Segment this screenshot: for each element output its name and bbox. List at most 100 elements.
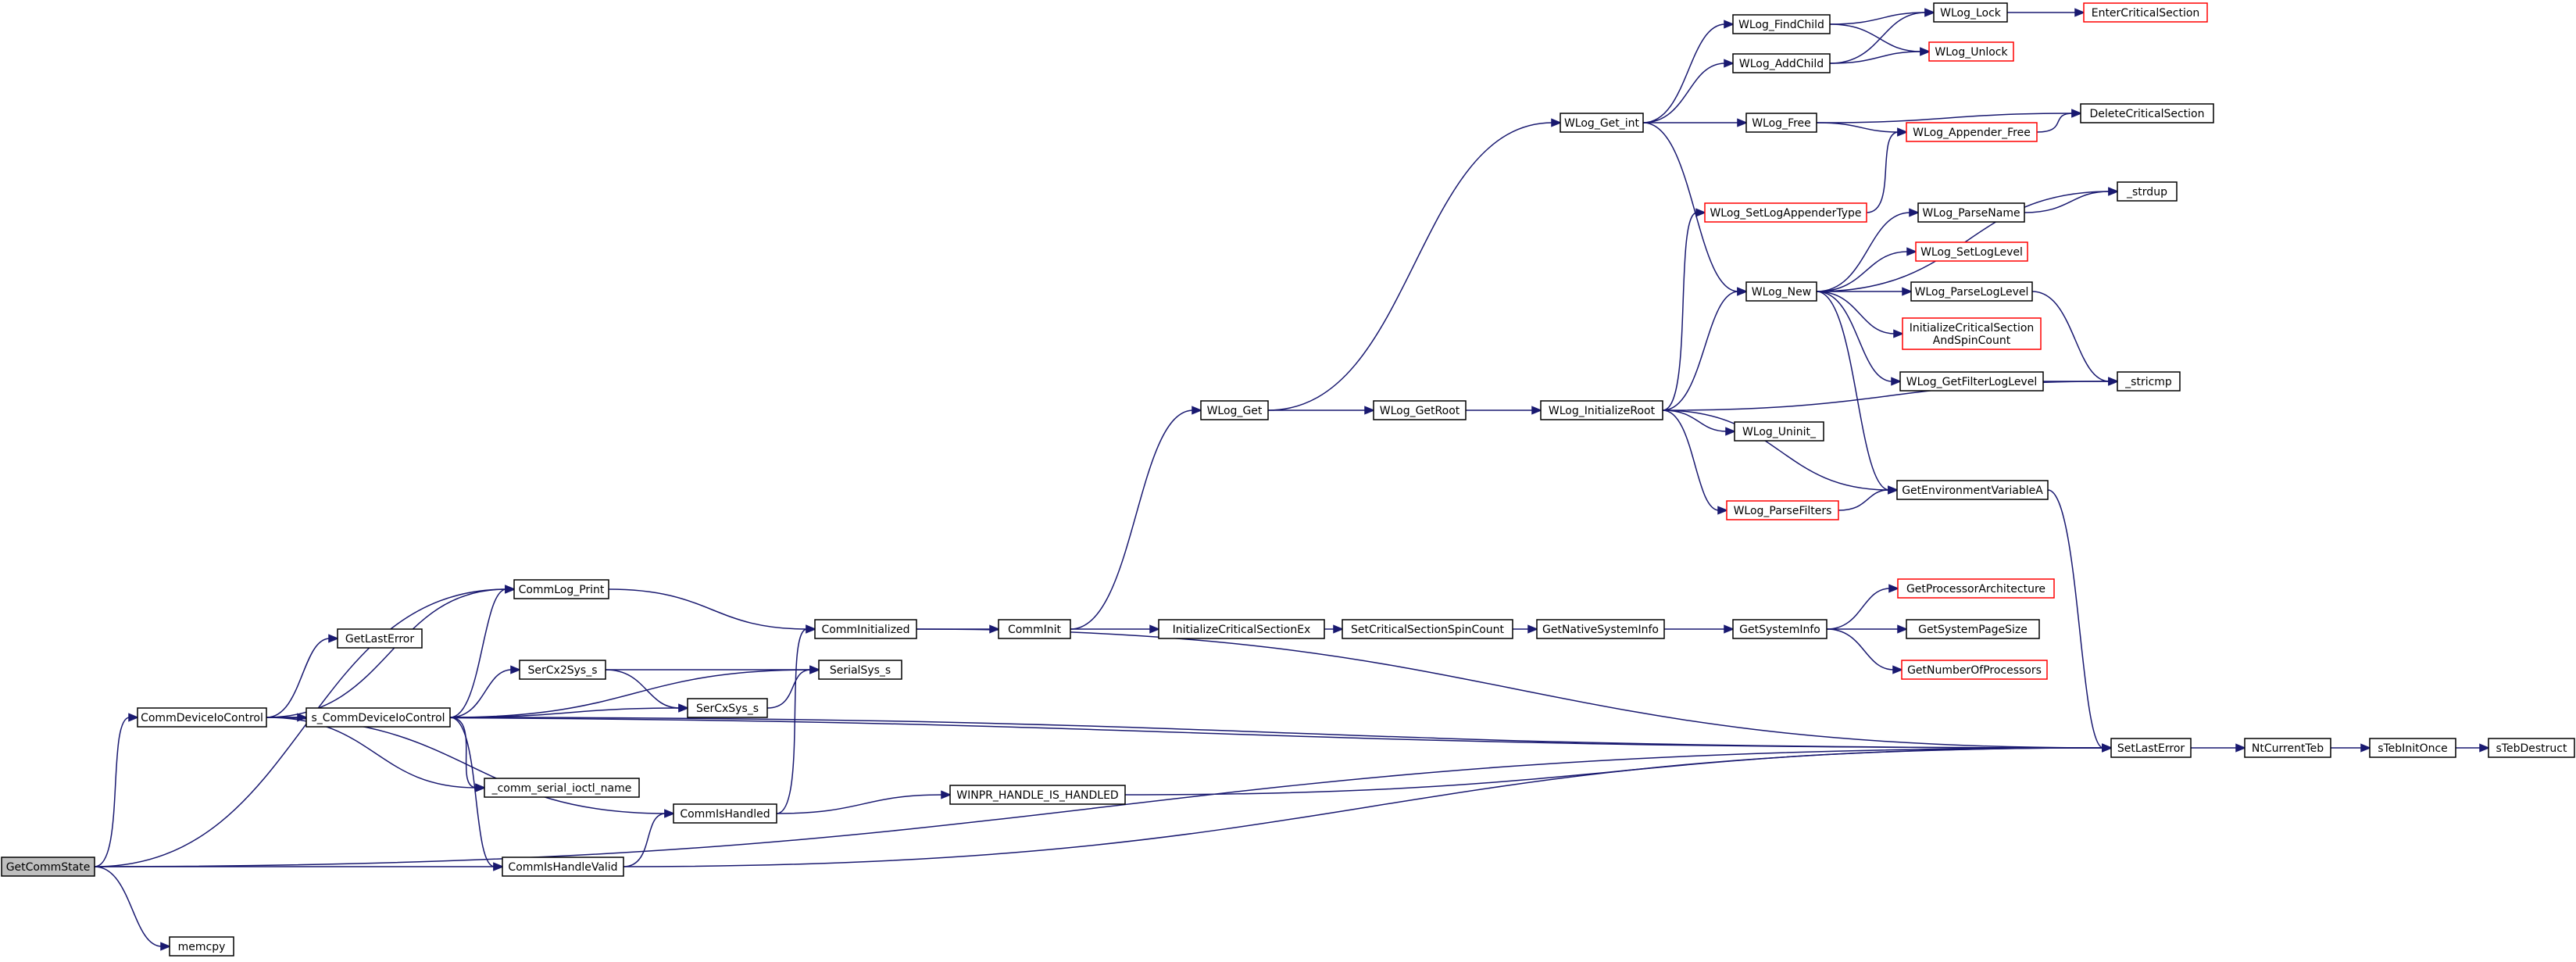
node-CommLog_Print[interactable]: CommLog_Print (513, 579, 609, 599)
edge-arrowhead (1891, 377, 1902, 386)
node-GetEnvironmentVariableA[interactable]: GetEnvironmentVariableA (1896, 480, 2049, 500)
edge-line (1829, 12, 1927, 64)
node-label: WLog_SetLogAppenderType (1710, 207, 1861, 220)
node-WLog_Uninit_[interactable]: WLog_Uninit_ (1734, 421, 1824, 442)
node-label: WLog_Uninit_ (1742, 426, 1817, 438)
edge-line (1816, 291, 1893, 382)
edge-WLog_InitializeRoot-to-WLog_ParseFilters (1662, 409, 1728, 515)
node-label: InitializeCriticalSectionEx (1173, 624, 1311, 636)
node-box (1734, 421, 1824, 442)
node-WLog_ParseFilters[interactable]: WLog_ParseFilters (1726, 500, 1839, 520)
edge-arrowhead (1724, 20, 1735, 29)
node-WLog_Free[interactable]: WLog_Free (1745, 113, 1817, 133)
node-SerialSys_s[interactable]: SerialSys_s (818, 660, 902, 680)
node-s_CommDeviceIoControl[interactable]: s_CommDeviceIoControl (305, 707, 451, 728)
edge-SerCxSys_s-to-SerialSys_s (766, 665, 820, 709)
node-_strdup[interactable]: _strdup (2117, 181, 2178, 202)
edge-WLog_SetLogAppenderType-to-WLog_Appender_Free (1866, 127, 1908, 213)
node-GetNumberOfProcessors[interactable]: GetNumberOfProcessors (1901, 660, 2048, 680)
node-WLog_GetRoot[interactable]: WLog_GetRoot (1373, 400, 1467, 420)
node-sTebDestruct[interactable]: sTebDestruct (2488, 738, 2575, 758)
edge-line (449, 717, 2104, 749)
node-WLog_Unlock[interactable]: WLog_Unlock (1928, 41, 2014, 62)
node-memcpy[interactable]: memcpy (169, 936, 234, 957)
node-WLog_InitializeRoot[interactable]: WLog_InitializeRoot (1540, 400, 1663, 420)
node-box (1745, 113, 1817, 133)
node-box (1200, 400, 1269, 420)
node-label: WLog_Free (1752, 117, 1811, 130)
node-label: GetEnvironmentVariableA (1902, 485, 2043, 497)
node-InitializeCriticalSectionEx[interactable]: InitializeCriticalSectionEx (1158, 619, 1325, 639)
edge-WLog_New-to-InitializeCriticalSectionAndSpinCount (1816, 291, 1904, 338)
node-WLog_New[interactable]: WLog_New (1745, 281, 1817, 302)
edge-line (266, 717, 477, 789)
node-WLog_SetLogLevel[interactable]: WLog_SetLogLevel (1915, 241, 2028, 262)
node-CommIsHandled[interactable]: CommIsHandled (673, 803, 777, 824)
edge-CommIsHandleValid-to-CommIsHandled (623, 809, 675, 867)
edge-line (1866, 131, 1899, 213)
node-label: WLog_ParseFilters (1734, 505, 1832, 517)
edge-arrowhead (2108, 187, 2119, 196)
node-box (1158, 619, 1325, 639)
edge-line (94, 866, 163, 947)
edge-arrowhead (809, 665, 820, 674)
node-CommInit[interactable]: CommInit (998, 619, 1071, 639)
node-box (2369, 738, 2456, 758)
node-WLog_GetFilterLogLevel[interactable]: WLog_GetFilterLogLevel (1899, 371, 2044, 392)
node-CommDeviceIoControl[interactable]: CommDeviceIoControl (137, 707, 267, 728)
edge-line (1662, 212, 1698, 411)
node-SetLastError[interactable]: SetLastError (2110, 738, 2192, 758)
node-box (137, 707, 267, 728)
node-GetLastError[interactable]: GetLastError (337, 628, 423, 649)
node-WLog_SetLogAppenderType[interactable]: WLog_SetLogAppenderType (1704, 202, 1867, 223)
node-WLog_Lock[interactable]: WLog_Lock (1933, 2, 2008, 23)
node-WINPR_HANDLE_IS_HANDLED[interactable]: WINPR_HANDLE_IS_HANDLED (949, 785, 1126, 805)
node-WLog_Appender_Free[interactable]: WLog_Appender_Free (1906, 122, 2038, 142)
edge-arrowhead (1527, 624, 1538, 634)
node-CommInitialized[interactable]: CommInitialized (814, 619, 917, 639)
edge-arrowhead (2235, 743, 2246, 753)
node-GetSystemPageSize[interactable]: GetSystemPageSize (1906, 619, 2040, 639)
node-label: GetLastError (345, 633, 414, 646)
node-EnterCriticalSection[interactable]: EnterCriticalSection (2083, 2, 2208, 23)
node-SerCx2Sys_s[interactable]: SerCx2Sys_s (519, 660, 606, 680)
edge-WLog_Appender_Free-to-DeleteCriticalSection (2036, 109, 2082, 133)
node-SetCriticalSectionSpinCount[interactable]: SetCriticalSectionSpinCount (1342, 619, 1513, 639)
node-DeleteCriticalSection[interactable]: DeleteCriticalSection (2080, 103, 2214, 123)
node-box (1, 857, 95, 877)
node-label: s_CommDeviceIoControl (311, 712, 445, 724)
node-SerCxSys_s[interactable]: SerCxSys_s (687, 698, 768, 718)
node-sTebInitOnce[interactable]: sTebInitOnce (2369, 738, 2456, 758)
node-WLog_Get[interactable]: WLog_Get (1200, 400, 1269, 420)
node-CommIsHandleValid[interactable]: CommIsHandleValid (502, 857, 624, 877)
node-GetSystemInfo[interactable]: GetSystemInfo (1732, 619, 1827, 639)
edge-GetCommState-to-memcpy (94, 866, 171, 951)
node-NtCurrentTeb[interactable]: NtCurrentTeb (2244, 738, 2331, 758)
edge-GetNativeSystemInfo-to-GetSystemInfo (1664, 624, 1735, 634)
edge-line (1816, 212, 1911, 292)
edge-NtCurrentTeb-to-sTebInitOnce (2330, 743, 2371, 753)
edge-WLog_Get_int-to-WLog_FindChild (1642, 20, 1735, 123)
node-WLog_FindChild[interactable]: WLog_FindChild (1732, 14, 1831, 34)
node-WLog_Get_int[interactable]: WLog_Get_int (1560, 113, 1644, 133)
node-label: WLog_New (1752, 286, 1811, 299)
node-WLog_ParseName[interactable]: WLog_ParseName (1917, 202, 2025, 223)
edge-arrowhead (1724, 59, 1735, 68)
node-_stricmp[interactable]: _stricmp (2117, 371, 2181, 392)
edge-line (94, 747, 2104, 867)
node-label: SerCxSys_s (696, 703, 759, 715)
node-GetNativeSystemInfo[interactable]: GetNativeSystemInfo (1536, 619, 1665, 639)
node-WLog_ParseLogLevel[interactable]: WLog_ParseLogLevel (1910, 281, 2033, 302)
node-box (998, 619, 1071, 639)
node-label: memcpy (178, 941, 226, 953)
node-_comm_serial_ioctl_name[interactable]: _comm_serial_ioctl_name (484, 778, 640, 798)
node-WLog_AddChild[interactable]: WLog_AddChild (1732, 53, 1831, 73)
node-label: WLog_AddChild (1739, 58, 1824, 70)
node-GetProcessorArchitecture[interactable]: GetProcessorArchitecture (1897, 578, 2055, 599)
edge-line (2047, 489, 2104, 749)
edge-arrowhead (128, 713, 139, 722)
node-label: CommIsHandled (680, 808, 770, 821)
node-label: GetNumberOfProcessors (1907, 664, 2042, 677)
edge-WLog_ParseName-to-_strdup (2024, 187, 2119, 213)
